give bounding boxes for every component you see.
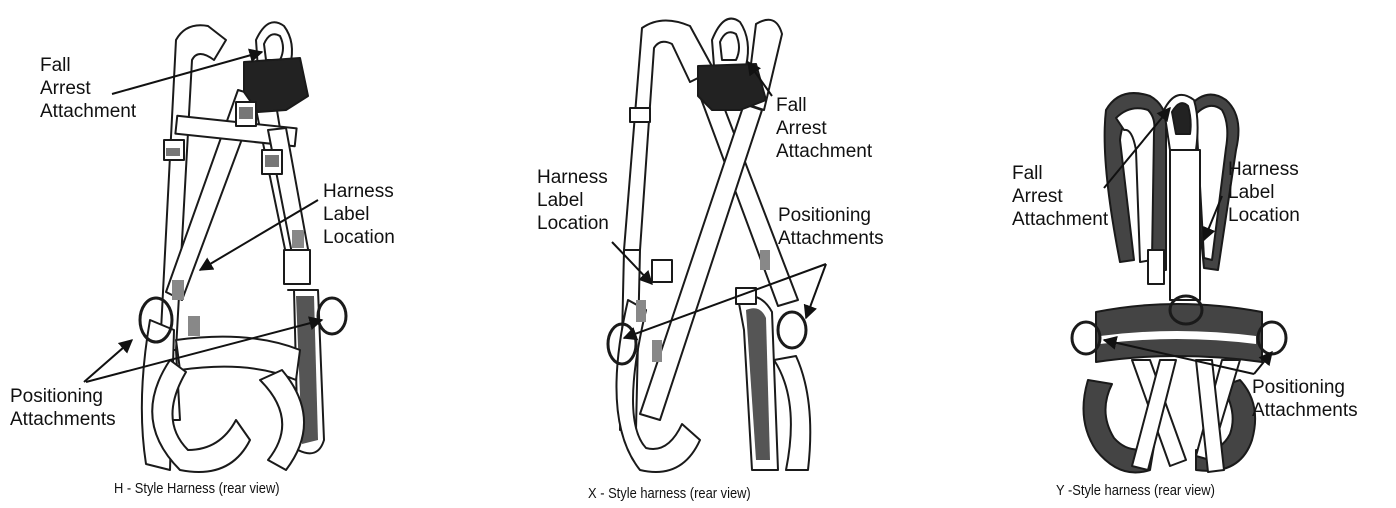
y-fall-line-2: Arrest [1012, 185, 1108, 208]
y-pos-line-1: Positioning [1252, 376, 1358, 399]
y-label-line-2: Label [1228, 181, 1300, 204]
x-style-caption: X - Style harness (rear view) [588, 485, 751, 503]
x-style-label-location: Harness Label Location [537, 166, 609, 235]
y-fall-line-3: Attachment [1012, 208, 1108, 231]
h-style-fall-arrest-label: Fall Arrest Attachment [40, 54, 136, 123]
y-fall-line-1: Fall [1012, 162, 1108, 185]
y-style-label-location: Harness Label Location [1228, 158, 1300, 227]
x-style-fall-arrest-label: Fall Arrest Attachment [776, 94, 872, 163]
y-pos-line-2: Attachments [1252, 399, 1358, 422]
h-label-line-1: Harness [323, 180, 395, 203]
h-style-harness-drawing [140, 22, 346, 472]
x-pos-line-2: Attachments [778, 227, 884, 250]
h-label-line-3: Location [323, 226, 395, 249]
y-label-line-1: Harness [1228, 158, 1300, 181]
h-style-positioning-label: Positioning Attachments [10, 385, 116, 431]
x-fall-line-3: Attachment [776, 140, 872, 163]
x-label-line-1: Harness [537, 166, 609, 189]
x-label-line-2: Label [537, 189, 609, 212]
x-fall-line-1: Fall [776, 94, 872, 117]
h-fall-line-3: Attachment [40, 100, 136, 123]
h-label-line-2: Label [323, 203, 395, 226]
h-fall-line-2: Arrest [40, 77, 136, 100]
h-pos-line-1: Positioning [10, 385, 116, 408]
y-label-line-3: Location [1228, 204, 1300, 227]
x-label-line-3: Location [537, 212, 609, 235]
x-pos-line-1: Positioning [778, 204, 884, 227]
h-style-label-location: Harness Label Location [323, 180, 395, 249]
h-pos-line-2: Attachments [10, 408, 116, 431]
h-style-caption: H - Style Harness (rear view) [114, 480, 280, 498]
y-style-positioning-label: Positioning Attachments [1252, 376, 1358, 422]
y-style-caption: Y -Style harness (rear view) [1056, 482, 1215, 500]
y-style-fall-arrest-label: Fall Arrest Attachment [1012, 162, 1108, 231]
x-style-positioning-label: Positioning Attachments [778, 204, 884, 250]
x-fall-line-2: Arrest [776, 117, 872, 140]
h-fall-line-1: Fall [40, 54, 136, 77]
